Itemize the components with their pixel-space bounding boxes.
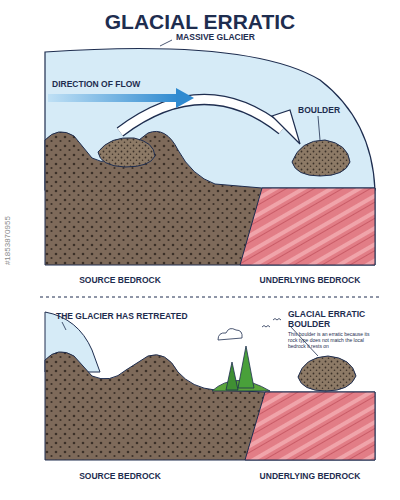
divider <box>40 297 380 298</box>
transport-arrow <box>120 99 282 132</box>
source-bedrock <box>45 131 375 265</box>
diagram-title: GLACIAL ERRATIC <box>0 10 400 34</box>
source-bedrock <box>45 352 375 460</box>
leader-line <box>318 116 320 140</box>
boulder-shape <box>292 140 350 176</box>
part-label: BOULDER <box>298 106 378 116</box>
transport-arrowhead <box>272 110 300 144</box>
flow-arrow <box>48 94 178 102</box>
watermark: #1853870955 <box>3 181 12 301</box>
leader-line <box>62 322 66 330</box>
part-label: GLACIAL ERRATIC BOULDER <box>288 310 378 330</box>
part-label: THE GLACIER HAS RETREATED <box>56 312 216 322</box>
bird <box>273 319 281 321</box>
region-label: SOURCE BEDROCK <box>45 472 195 482</box>
part-label: DIRECTION OF FLOW <box>52 80 192 90</box>
region-label: UNDERLYING BEDROCK <box>240 472 380 482</box>
region-label: SOURCE BEDROCK <box>45 276 195 286</box>
boulder-shape <box>98 138 155 167</box>
bird <box>262 326 270 328</box>
underlying-bedrock <box>245 392 375 460</box>
tree <box>226 362 238 390</box>
note-text: This boulder is an erratic because its r… <box>288 332 380 349</box>
part-label: MASSIVE GLACIER <box>176 33 316 43</box>
leader-line <box>160 40 172 46</box>
transport-arrow <box>120 99 282 132</box>
flow-arrowhead <box>176 88 194 108</box>
region-label: UNDERLYING BEDROCK <box>240 276 380 286</box>
erratic-boulder <box>298 356 356 391</box>
underlying-bedrock <box>240 188 375 265</box>
cloud <box>218 329 242 340</box>
tree <box>238 346 254 388</box>
